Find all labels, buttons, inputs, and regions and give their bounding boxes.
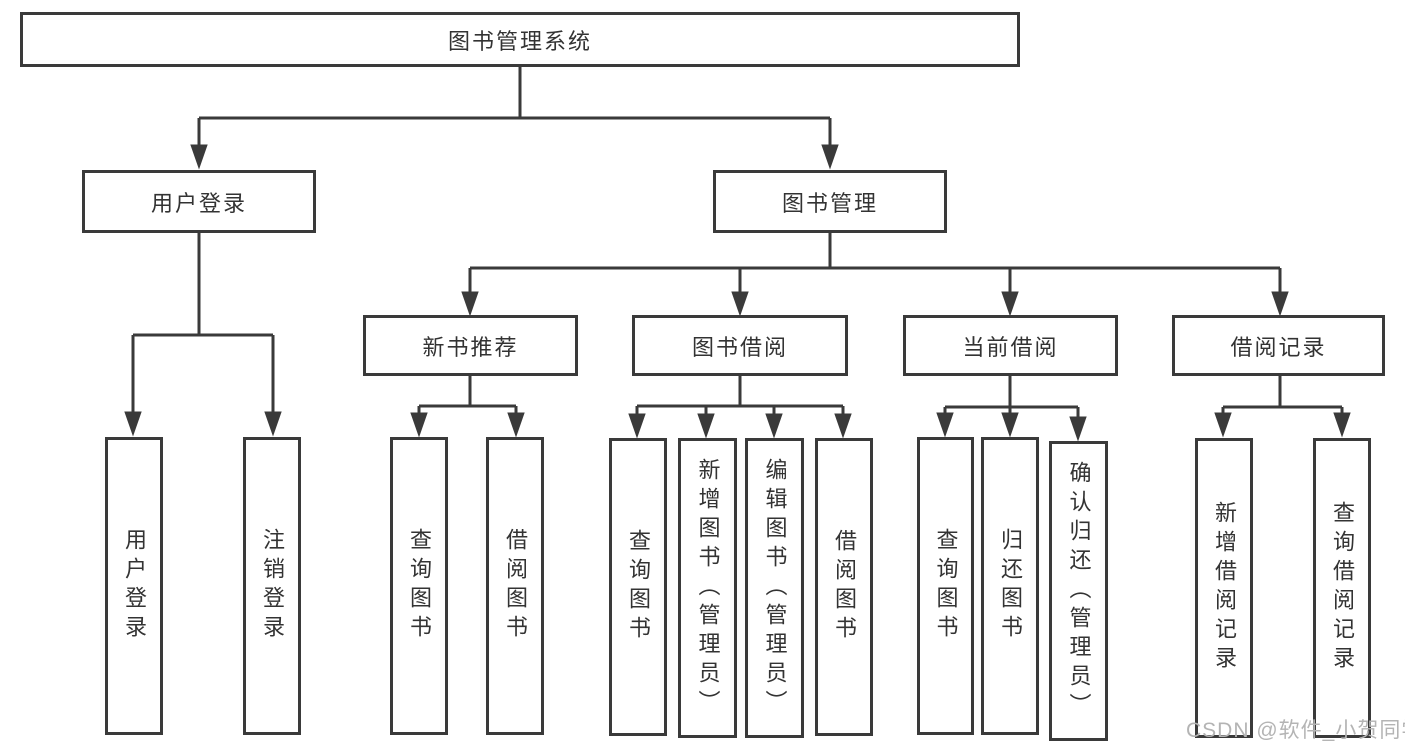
node-label: 注销登录: [260, 528, 285, 644]
leaf-newbook-query-books: 查询图书: [390, 437, 448, 735]
leaf-records-query-record: 查询借阅记录: [1313, 438, 1371, 738]
node-label: 借阅图书: [503, 528, 528, 644]
leaf-records-add-record: 新增借阅记录: [1195, 438, 1253, 738]
node-label: 借阅记录: [1230, 334, 1327, 360]
node-label: 查询借阅记录: [1330, 501, 1355, 675]
leaf-current-return-books: 归还图书: [981, 437, 1039, 735]
leaf-borrowing-edit-books-admin: 编辑图书（管理员）: [745, 438, 804, 738]
leaf-logout: 注销登录: [243, 437, 301, 735]
node-label: 新增借阅记录: [1212, 501, 1237, 675]
node-current-borrowing: 当前借阅: [903, 315, 1118, 376]
node-label: 当前借阅: [962, 334, 1059, 360]
leaf-borrowing-borrow-books: 借阅图书: [815, 438, 873, 736]
node-label: 图书借阅: [691, 334, 788, 360]
node-root-library-management-system: 图书管理系统: [20, 12, 1020, 67]
leaf-borrowing-add-books-admin: 新增图书（管理员）: [678, 438, 737, 738]
node-label: 借阅图书: [832, 529, 857, 645]
node-user-login: 用户登录: [82, 170, 316, 233]
node-label: 查询图书: [407, 528, 432, 644]
node-new-book-recommend: 新书推荐: [363, 315, 578, 376]
node-label: 用户登录: [122, 528, 147, 644]
node-label: 新增图书（管理员）: [695, 457, 721, 719]
node-label: 查询图书: [626, 529, 651, 645]
leaf-newbook-borrow-books: 借阅图书: [486, 437, 544, 735]
node-label: 归还图书: [998, 528, 1023, 644]
node-borrowing-records: 借阅记录: [1172, 315, 1385, 376]
node-label: 图书管理: [781, 190, 878, 216]
node-label: 确认归还（管理员）: [1066, 460, 1092, 722]
node-label: 查询图书: [933, 528, 959, 644]
node-label: 编辑图书（管理员）: [762, 457, 788, 719]
leaf-user-login: 用户登录: [105, 437, 163, 735]
node-label: 用户登录: [150, 190, 247, 216]
node-label: 图书管理系统: [447, 28, 592, 54]
leaf-current-confirm-return-admin: 确认归还（管理员）: [1049, 441, 1108, 741]
node-label: 新书推荐: [422, 334, 519, 360]
leaf-current-query-books: 查询图书: [917, 437, 974, 735]
node-book-borrowing: 图书借阅: [632, 315, 848, 376]
leaf-borrowing-query-books: 查询图书: [609, 438, 667, 736]
node-book-management: 图书管理: [713, 170, 947, 233]
